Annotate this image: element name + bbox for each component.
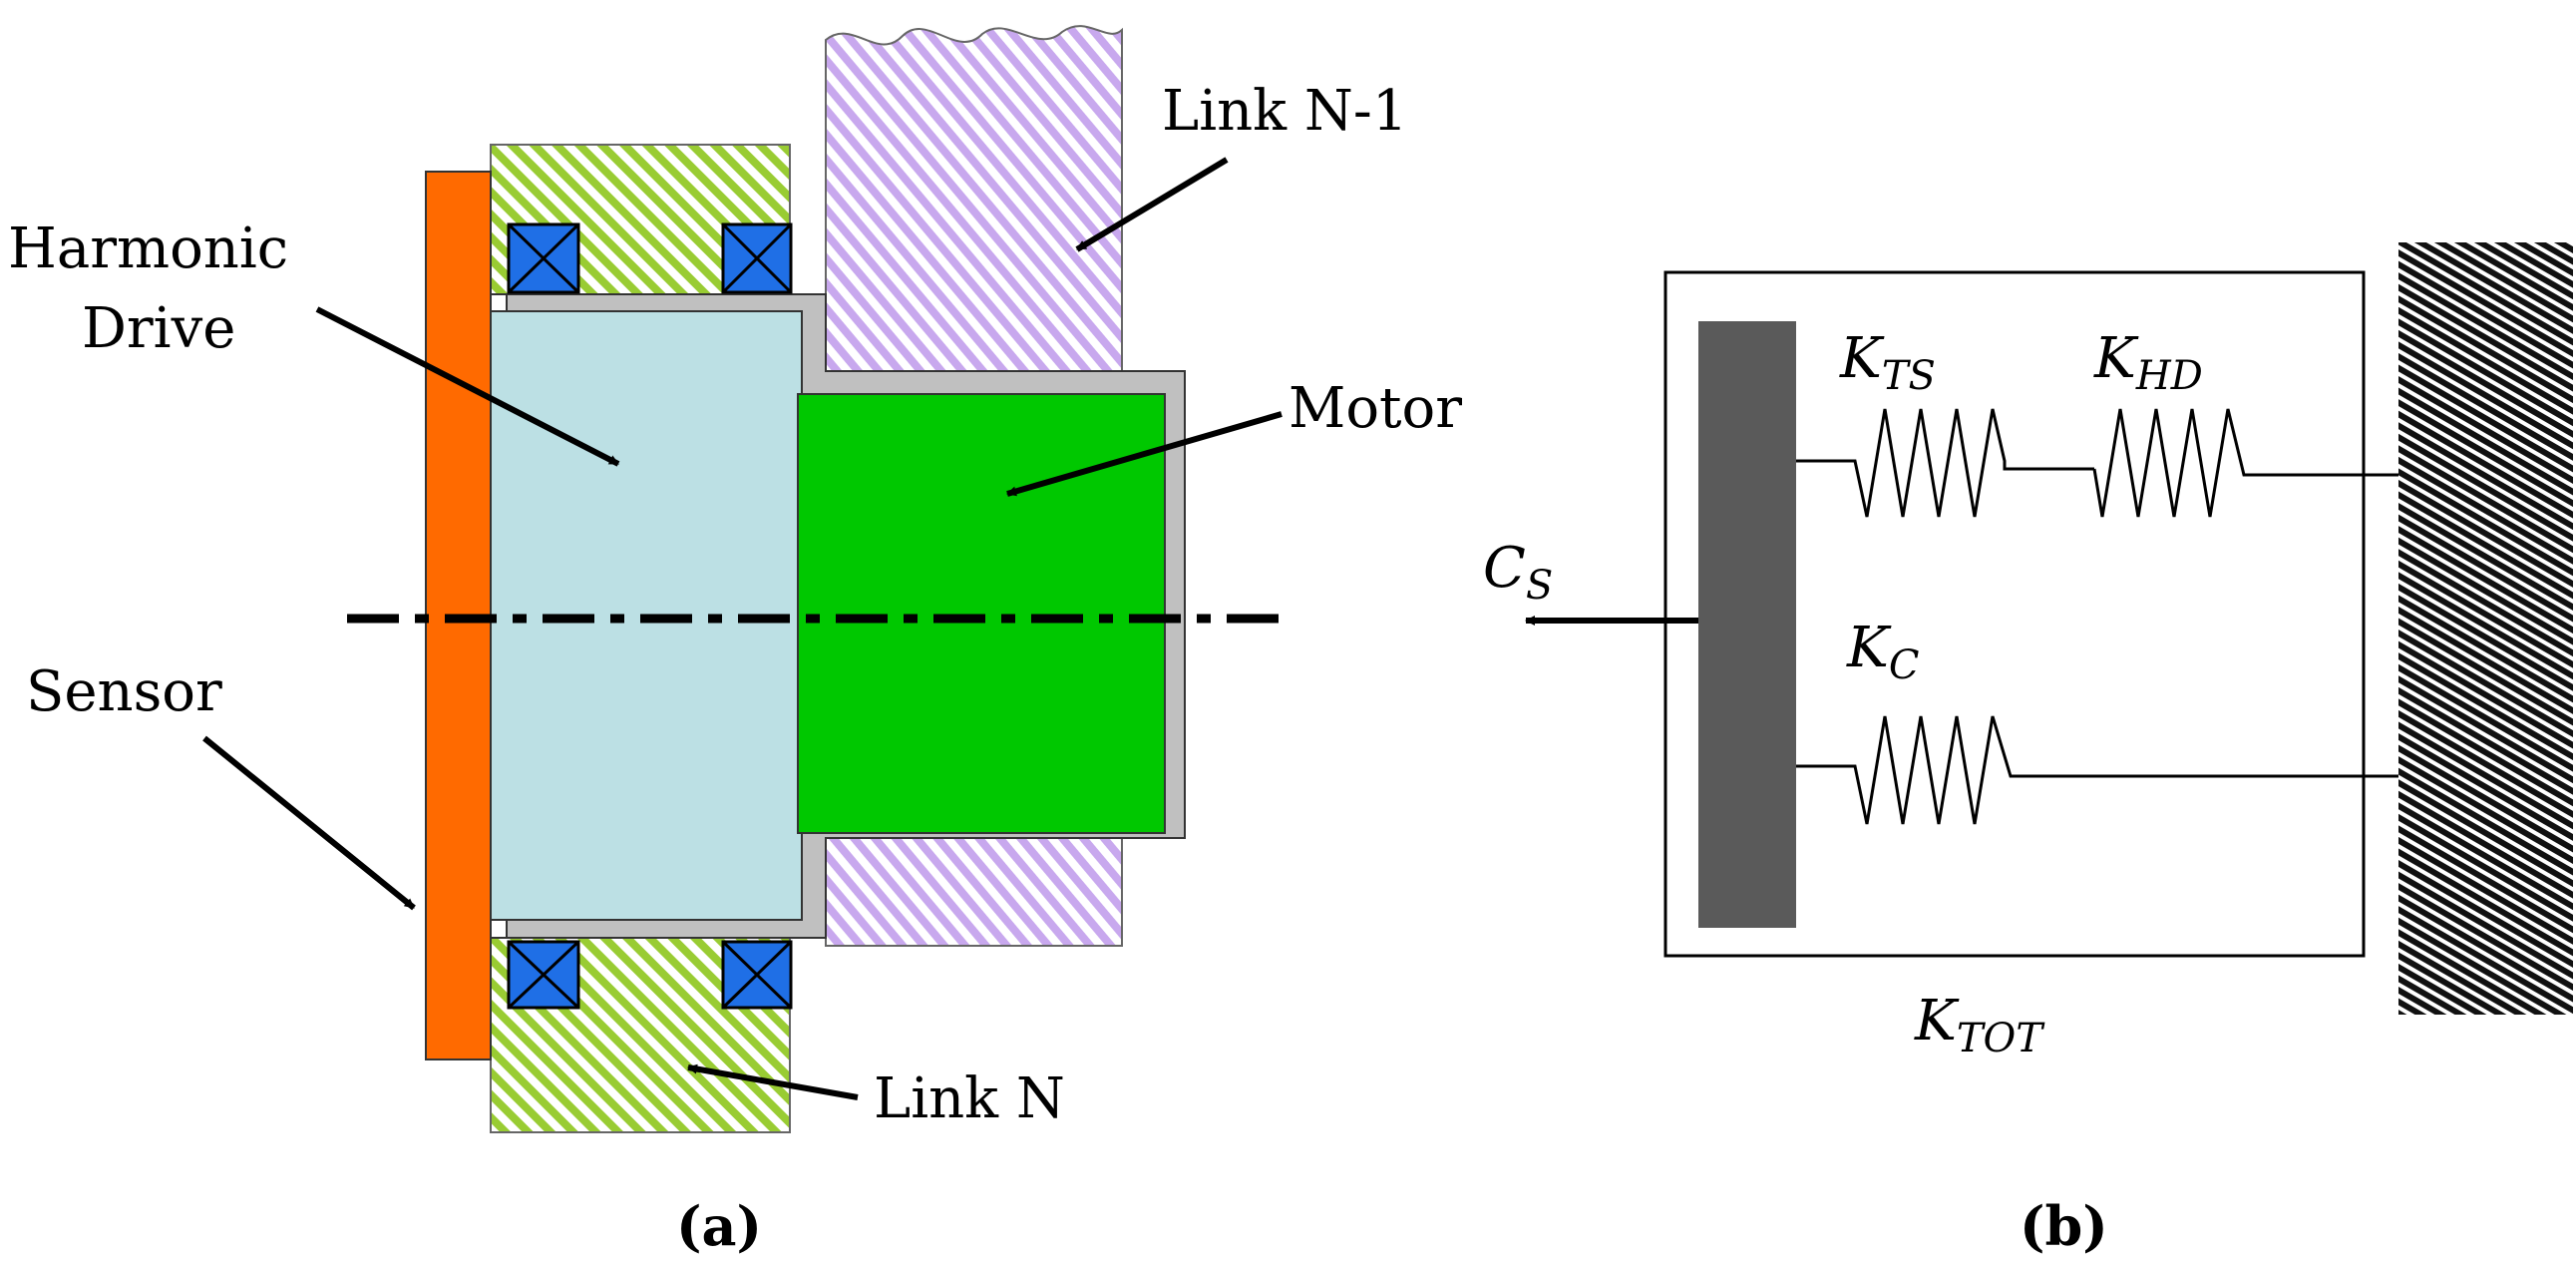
bearing-top-right xyxy=(721,222,793,294)
bearing-top-left xyxy=(507,222,580,294)
c-s-label: CS xyxy=(1483,536,1553,609)
stiffness-box xyxy=(1663,270,2366,958)
spring-k-hd xyxy=(2092,408,2398,518)
panel-b-caption: (b) xyxy=(2020,1194,2108,1258)
motor-arrow xyxy=(1006,411,1283,497)
spring-k-ts xyxy=(1796,408,2094,518)
motor-body xyxy=(797,393,1166,834)
k-tot-label: KTOT xyxy=(1914,989,2045,1061)
panel-a-caption: (a) xyxy=(676,1194,762,1258)
k-hd-label: KHD xyxy=(2093,326,2203,399)
bearing-bottom-right xyxy=(721,940,793,1010)
spring-k-c xyxy=(1796,715,2398,825)
harmonic-drive-label-line1: Harmonic xyxy=(8,216,288,281)
ground-wall xyxy=(2398,242,2573,1015)
harmonic-drive-label-line2: Drive xyxy=(82,296,235,361)
motor-label: Motor xyxy=(1288,376,1462,441)
harmonic-drive-arrow xyxy=(315,306,620,467)
seal-bottom xyxy=(490,919,508,939)
link-n-minus-1-label: Link N-1 xyxy=(1162,79,1407,144)
link-n-label: Link N xyxy=(874,1066,1065,1131)
seal-top xyxy=(490,293,508,313)
mass-block xyxy=(1698,321,1796,928)
panel-b: KTS KHD CS KC KTOT (b) xyxy=(1483,242,2573,1258)
sensor-label: Sensor xyxy=(26,659,222,724)
bearing-bottom-left xyxy=(507,940,580,1010)
link-n-minus-1-arrow xyxy=(1075,157,1229,252)
sensor-arrow xyxy=(202,735,416,911)
link-n-arrow xyxy=(687,1063,859,1100)
k-c-label: KC xyxy=(1846,616,1919,688)
panel-a: Harmonic Drive Link N-1 Motor Sensor Lin… xyxy=(8,25,1462,1258)
k-ts-label: KTS xyxy=(1839,326,1936,399)
